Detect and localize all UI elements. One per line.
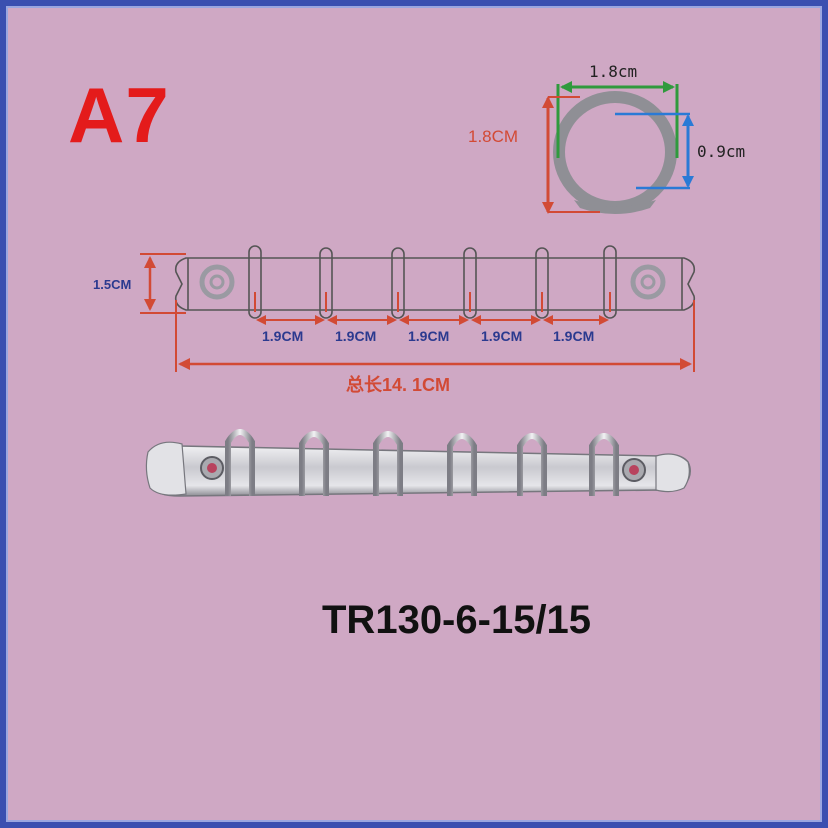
- spacing-label-1: 1.9CM: [262, 328, 304, 344]
- photo-ring-2: [299, 431, 329, 496]
- right-end-tab: [655, 453, 690, 493]
- photo-ring-1: [225, 429, 255, 496]
- ring-slot-4: [463, 247, 477, 319]
- photo-rings: [225, 429, 619, 496]
- mechanism-outline: [174, 257, 696, 311]
- ring-slot-3: [391, 247, 405, 319]
- binder-mechanism-photo: [145, 429, 691, 497]
- mechanism-diagram: [174, 245, 696, 319]
- ring-height-arrow-top: [542, 96, 554, 108]
- right-rivet-outer: [630, 264, 666, 300]
- ring-slot-1: [248, 245, 262, 319]
- ring-slot-5: [535, 247, 549, 319]
- right-rivet-center: [629, 465, 639, 475]
- left-rivet-inner: [209, 274, 225, 290]
- model-code: TR130-6-15/15: [322, 598, 592, 642]
- size-title: A7: [68, 71, 170, 159]
- right-rivet-inner: [640, 274, 656, 290]
- left-rivet-outer: [199, 264, 235, 300]
- ring-height-arrow-bottom: [542, 202, 554, 214]
- photo-ring-3: [373, 431, 403, 496]
- photo-ring-4: [447, 433, 477, 496]
- ring-diagram: [542, 81, 694, 214]
- ring-slot-6: [603, 245, 617, 319]
- mechanism-base-plate: [149, 443, 691, 497]
- ring-slot-2: [319, 247, 333, 319]
- ring-gap-label: 0.9cm: [697, 142, 746, 161]
- left-rivet-center: [207, 463, 217, 473]
- mechanism-height-label: 1.5CM: [93, 277, 132, 292]
- total-length-label: 总长14. 1CM: [346, 375, 451, 395]
- total-length-dimension: [175, 300, 695, 372]
- ring-base: [574, 200, 656, 214]
- photo-ring-5: [517, 433, 547, 496]
- spacing-label-5: 1.9CM: [553, 328, 595, 344]
- spacing-label-4: 1.9CM: [481, 328, 523, 344]
- ring-gap-arrow-bottom: [682, 176, 694, 188]
- spacing-label-3: 1.9CM: [408, 328, 450, 344]
- ring-width-label: 1.8cm: [589, 62, 638, 81]
- photo-ring-6: [589, 433, 619, 496]
- ring-gap-arrow-top: [682, 114, 694, 126]
- ring-height-label: 1.8CM: [468, 127, 519, 146]
- mechanism-height-dimension: [140, 253, 186, 314]
- ring-slot-markers: [254, 292, 611, 312]
- ring-width-arrow-right: [663, 81, 675, 93]
- spacing-dimensions: [256, 315, 609, 325]
- spacing-label-2: 1.9CM: [335, 328, 377, 344]
- left-end-tab: [145, 441, 187, 496]
- ring-width-arrow-left: [560, 81, 572, 93]
